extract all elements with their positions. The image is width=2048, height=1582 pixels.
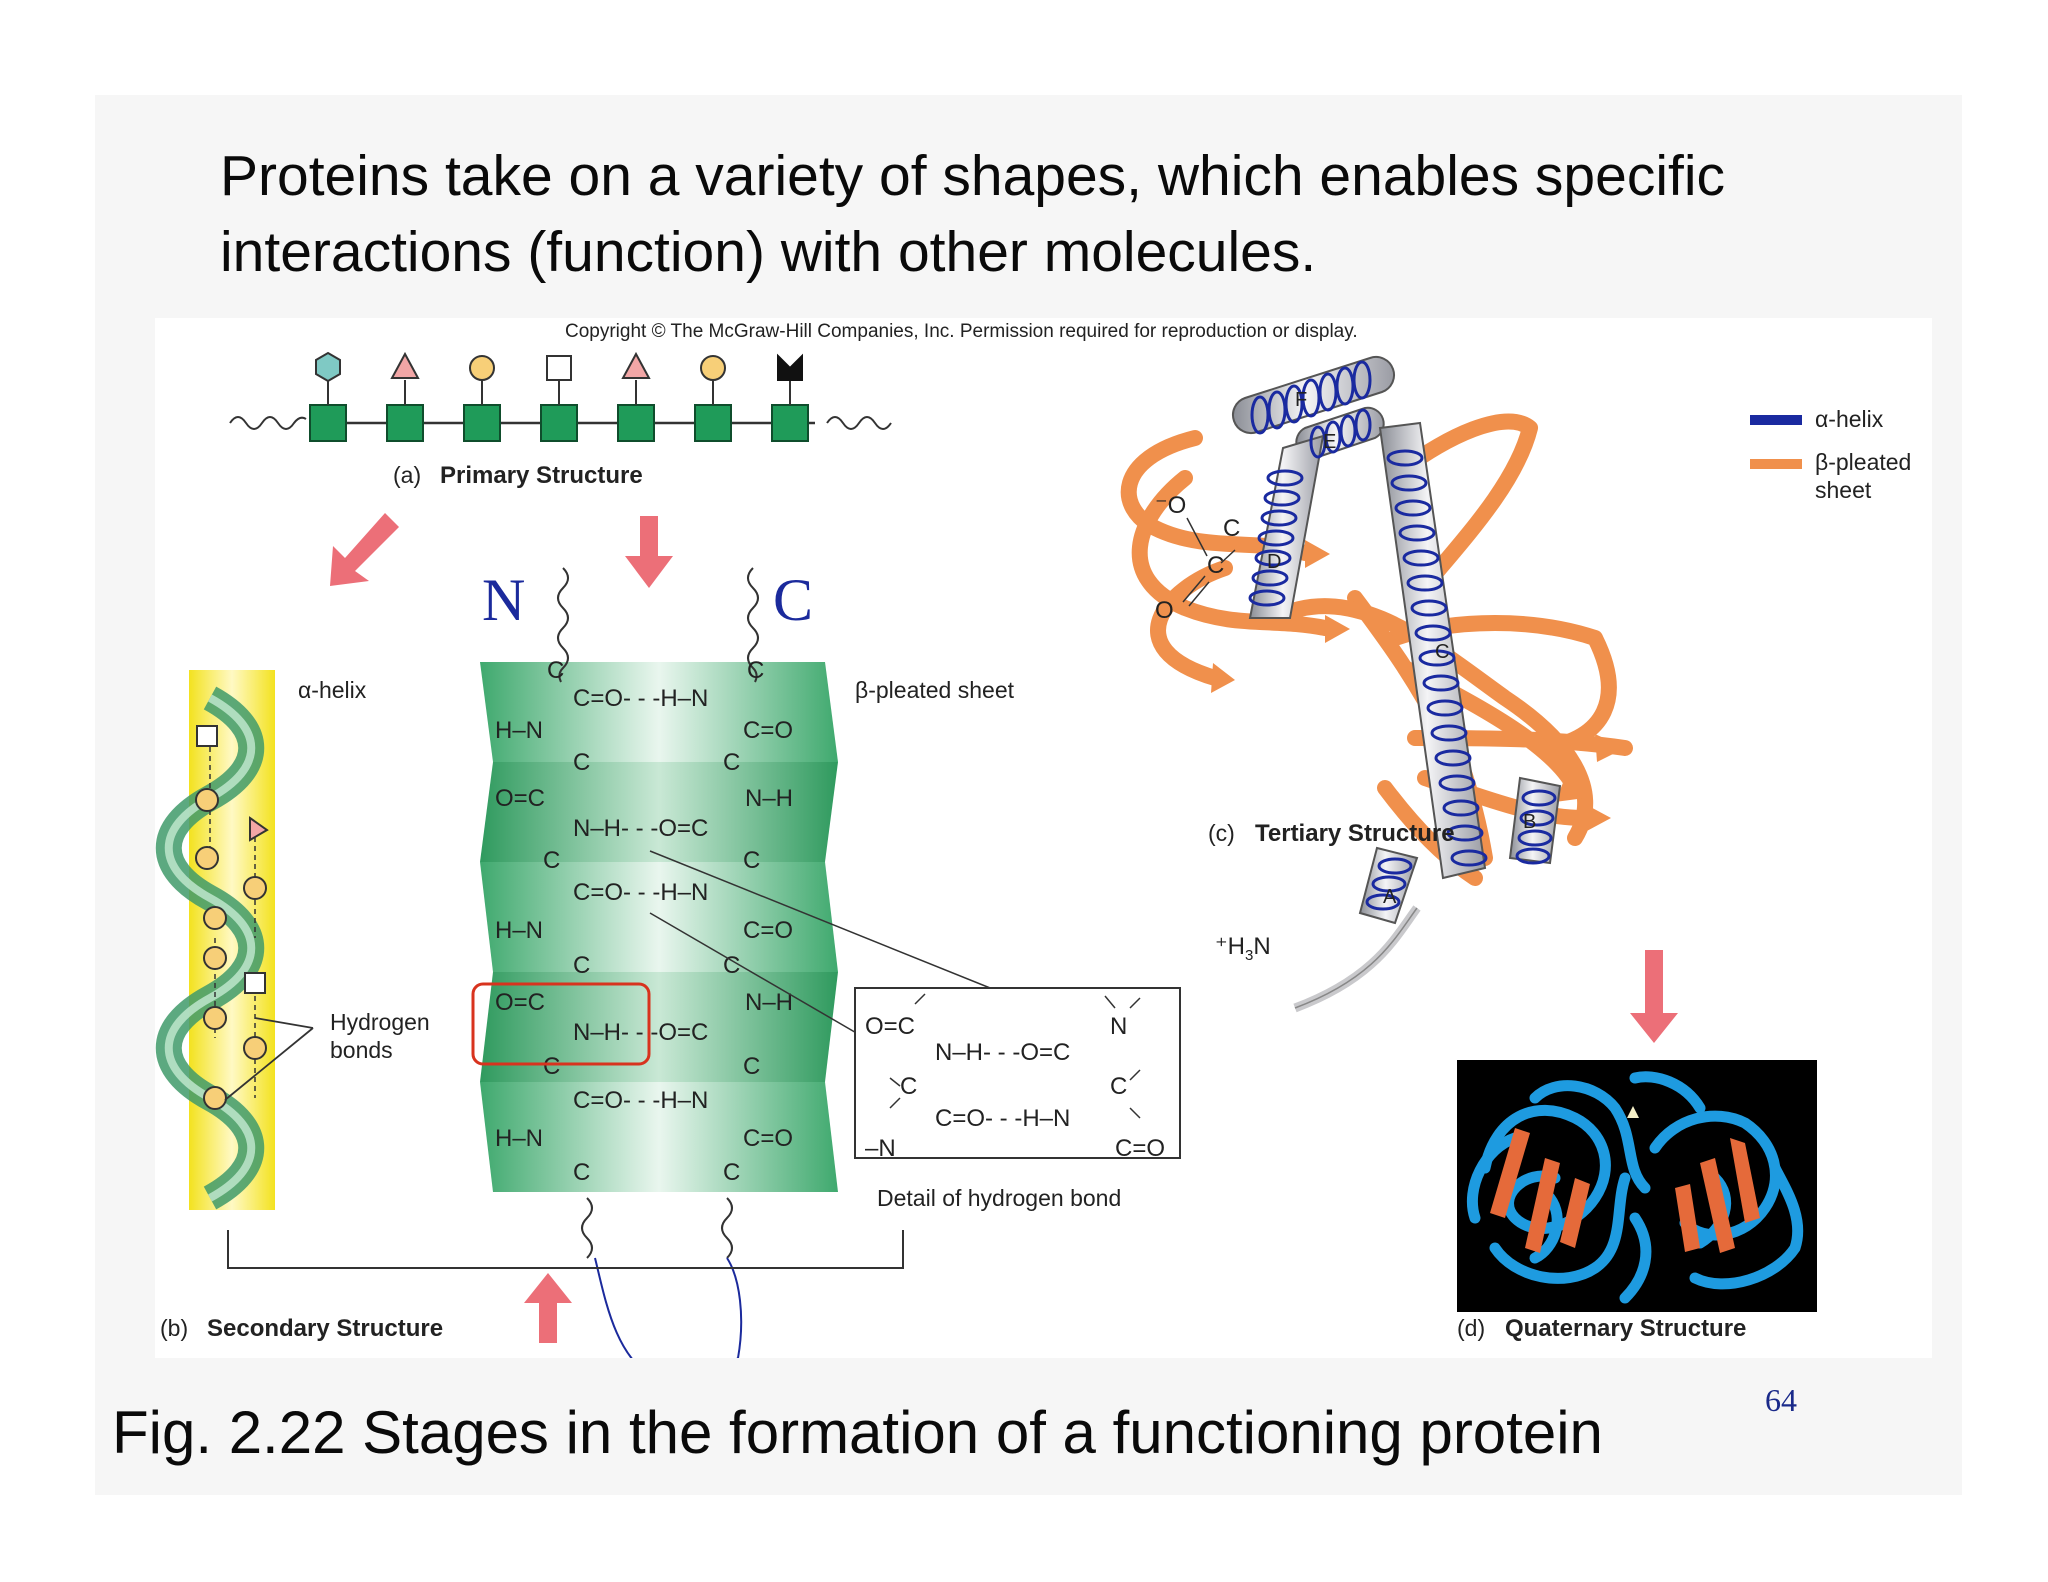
slide-title: Proteins take on a variety of shapes, wh… (220, 144, 1725, 284)
svg-text:O=C: O=C (865, 1013, 915, 1040)
svg-text:C: C (573, 1159, 590, 1186)
svg-text:C: C (723, 952, 740, 979)
svg-text:N–H- - -O=C: N–H- - -O=C (573, 1019, 708, 1046)
svg-text:O=C: O=C (495, 785, 545, 812)
svg-text:C=O- - -H–N: C=O- - -H–N (573, 685, 708, 712)
red-arrow-up-secondary (524, 1273, 572, 1343)
helix-letter-a: A (1383, 886, 1397, 908)
svg-text:C=O: C=O (1115, 1135, 1165, 1162)
svg-text:C: C (543, 1053, 560, 1080)
red-arrow-to-helix (330, 513, 399, 586)
detail-hydrogen-bond-label: Detail of hydrogen bond (877, 1185, 1121, 1211)
c-terminus-carboxyl-group: ⁻O C O (1155, 492, 1236, 624)
tertiary-structure-diagram: A B C D E F C . (1120, 355, 1633, 1013)
c-terminus-label: C (773, 567, 813, 633)
svg-text:N–H- - -O=C: N–H- - -O=C (573, 815, 708, 842)
beta-sheet-label: β-pleated sheet (855, 677, 1015, 703)
svg-text:N–H- - -O=C: N–H- - -O=C (935, 1039, 1070, 1066)
red-arrow-to-sheet (625, 516, 673, 588)
quaternary-structure-image (1457, 1060, 1817, 1312)
n-terminus-amino-group: ⁺H3N (1215, 933, 1271, 964)
alpha-helix-diagram (155, 670, 314, 1210)
svg-text:O: O (1155, 597, 1174, 624)
secondary-structure-label: Secondary Structure (207, 1315, 443, 1342)
svg-text:H–N: H–N (495, 717, 543, 744)
helix-letter-e: E (1323, 431, 1336, 453)
svg-text:C: C (1207, 552, 1224, 579)
figure-caption: Fig. 2.22 Stages in the formation of a f… (112, 1399, 1603, 1466)
quaternary-structure-letter: (d) (1457, 1315, 1485, 1341)
svg-text:H–N: H–N (495, 917, 543, 944)
beta-sheet-chemistry: C C C=O- - -H–N H–N C=O C C O=C N–H N–H-… (495, 657, 793, 1186)
svg-text:⁻O: ⁻O (1155, 492, 1186, 519)
svg-text:C: C (723, 749, 740, 776)
legend-alpha-helix: α-helix (1815, 406, 1884, 432)
hydrogen-bond-detail-box: O=C N–H- - -O=C N C C C=O- - -H–N –N C=O (854, 987, 1181, 1162)
svg-text:C: C (743, 847, 760, 874)
svg-text:C=O: C=O (743, 717, 793, 744)
svg-text:C: C (1110, 1073, 1127, 1100)
page-number: 64 (1765, 1382, 1797, 1418)
protein-structure-figure: Copyright © The McGraw-Hill Companies, I… (155, 318, 1932, 1358)
svg-text:C: C (1223, 515, 1240, 542)
helix-letter-c: C (1435, 641, 1449, 663)
quaternary-structure-label: Quaternary Structure (1505, 1315, 1746, 1342)
svg-text:O=C: O=C (495, 989, 545, 1016)
svg-text:N: N (1110, 1013, 1127, 1040)
tertiary-structure-label: Tertiary Structure (1255, 820, 1455, 847)
svg-text:C=O- - -H–N: C=O- - -H–N (573, 1087, 708, 1114)
svg-text:C: C (743, 1053, 760, 1080)
highlighted-hydrogen-bond-box (471, 982, 651, 1066)
helix-letter-d: D (1267, 551, 1281, 573)
svg-text:C: C (547, 657, 564, 684)
primary-structure-letter: (a) (393, 462, 421, 488)
svg-text:C: C (747, 657, 764, 684)
svg-text:N–H: N–H (745, 989, 793, 1016)
tertiary-structure-letter: (c) (1208, 820, 1235, 846)
svg-text:–N: –N (865, 1135, 896, 1162)
svg-text:C=O: C=O (743, 1125, 793, 1152)
svg-text:C: C (723, 1159, 740, 1186)
beta-sheet-diagram (480, 567, 838, 1358)
svg-text:C: C (573, 952, 590, 979)
svg-text:N–H: N–H (745, 785, 793, 812)
tertiary-legend (1750, 415, 1802, 469)
svg-text:C=O- - -H–N: C=O- - -H–N (935, 1105, 1070, 1132)
alpha-helix-label: α-helix (298, 677, 367, 703)
svg-text:C: C (900, 1073, 917, 1100)
helix-letter-f: F (1295, 389, 1307, 411)
n-terminus-label: N (482, 567, 525, 633)
svg-text:C=O- - -H–N: C=O- - -H–N (573, 879, 708, 906)
svg-text:C=O: C=O (743, 917, 793, 944)
red-arrow-to-quaternary (1630, 950, 1678, 1043)
svg-text:C: C (573, 749, 590, 776)
secondary-structure-letter: (b) (160, 1315, 188, 1341)
svg-text:H–N: H–N (495, 1125, 543, 1152)
primary-structure-label: Primary Structure (440, 462, 643, 489)
helix-letter-b: B (1523, 811, 1536, 833)
svg-text:C: C (543, 847, 560, 874)
primary-structure-chain (229, 351, 892, 442)
copyright-notice: Copyright © The McGraw-Hill Companies, I… (565, 321, 1358, 342)
